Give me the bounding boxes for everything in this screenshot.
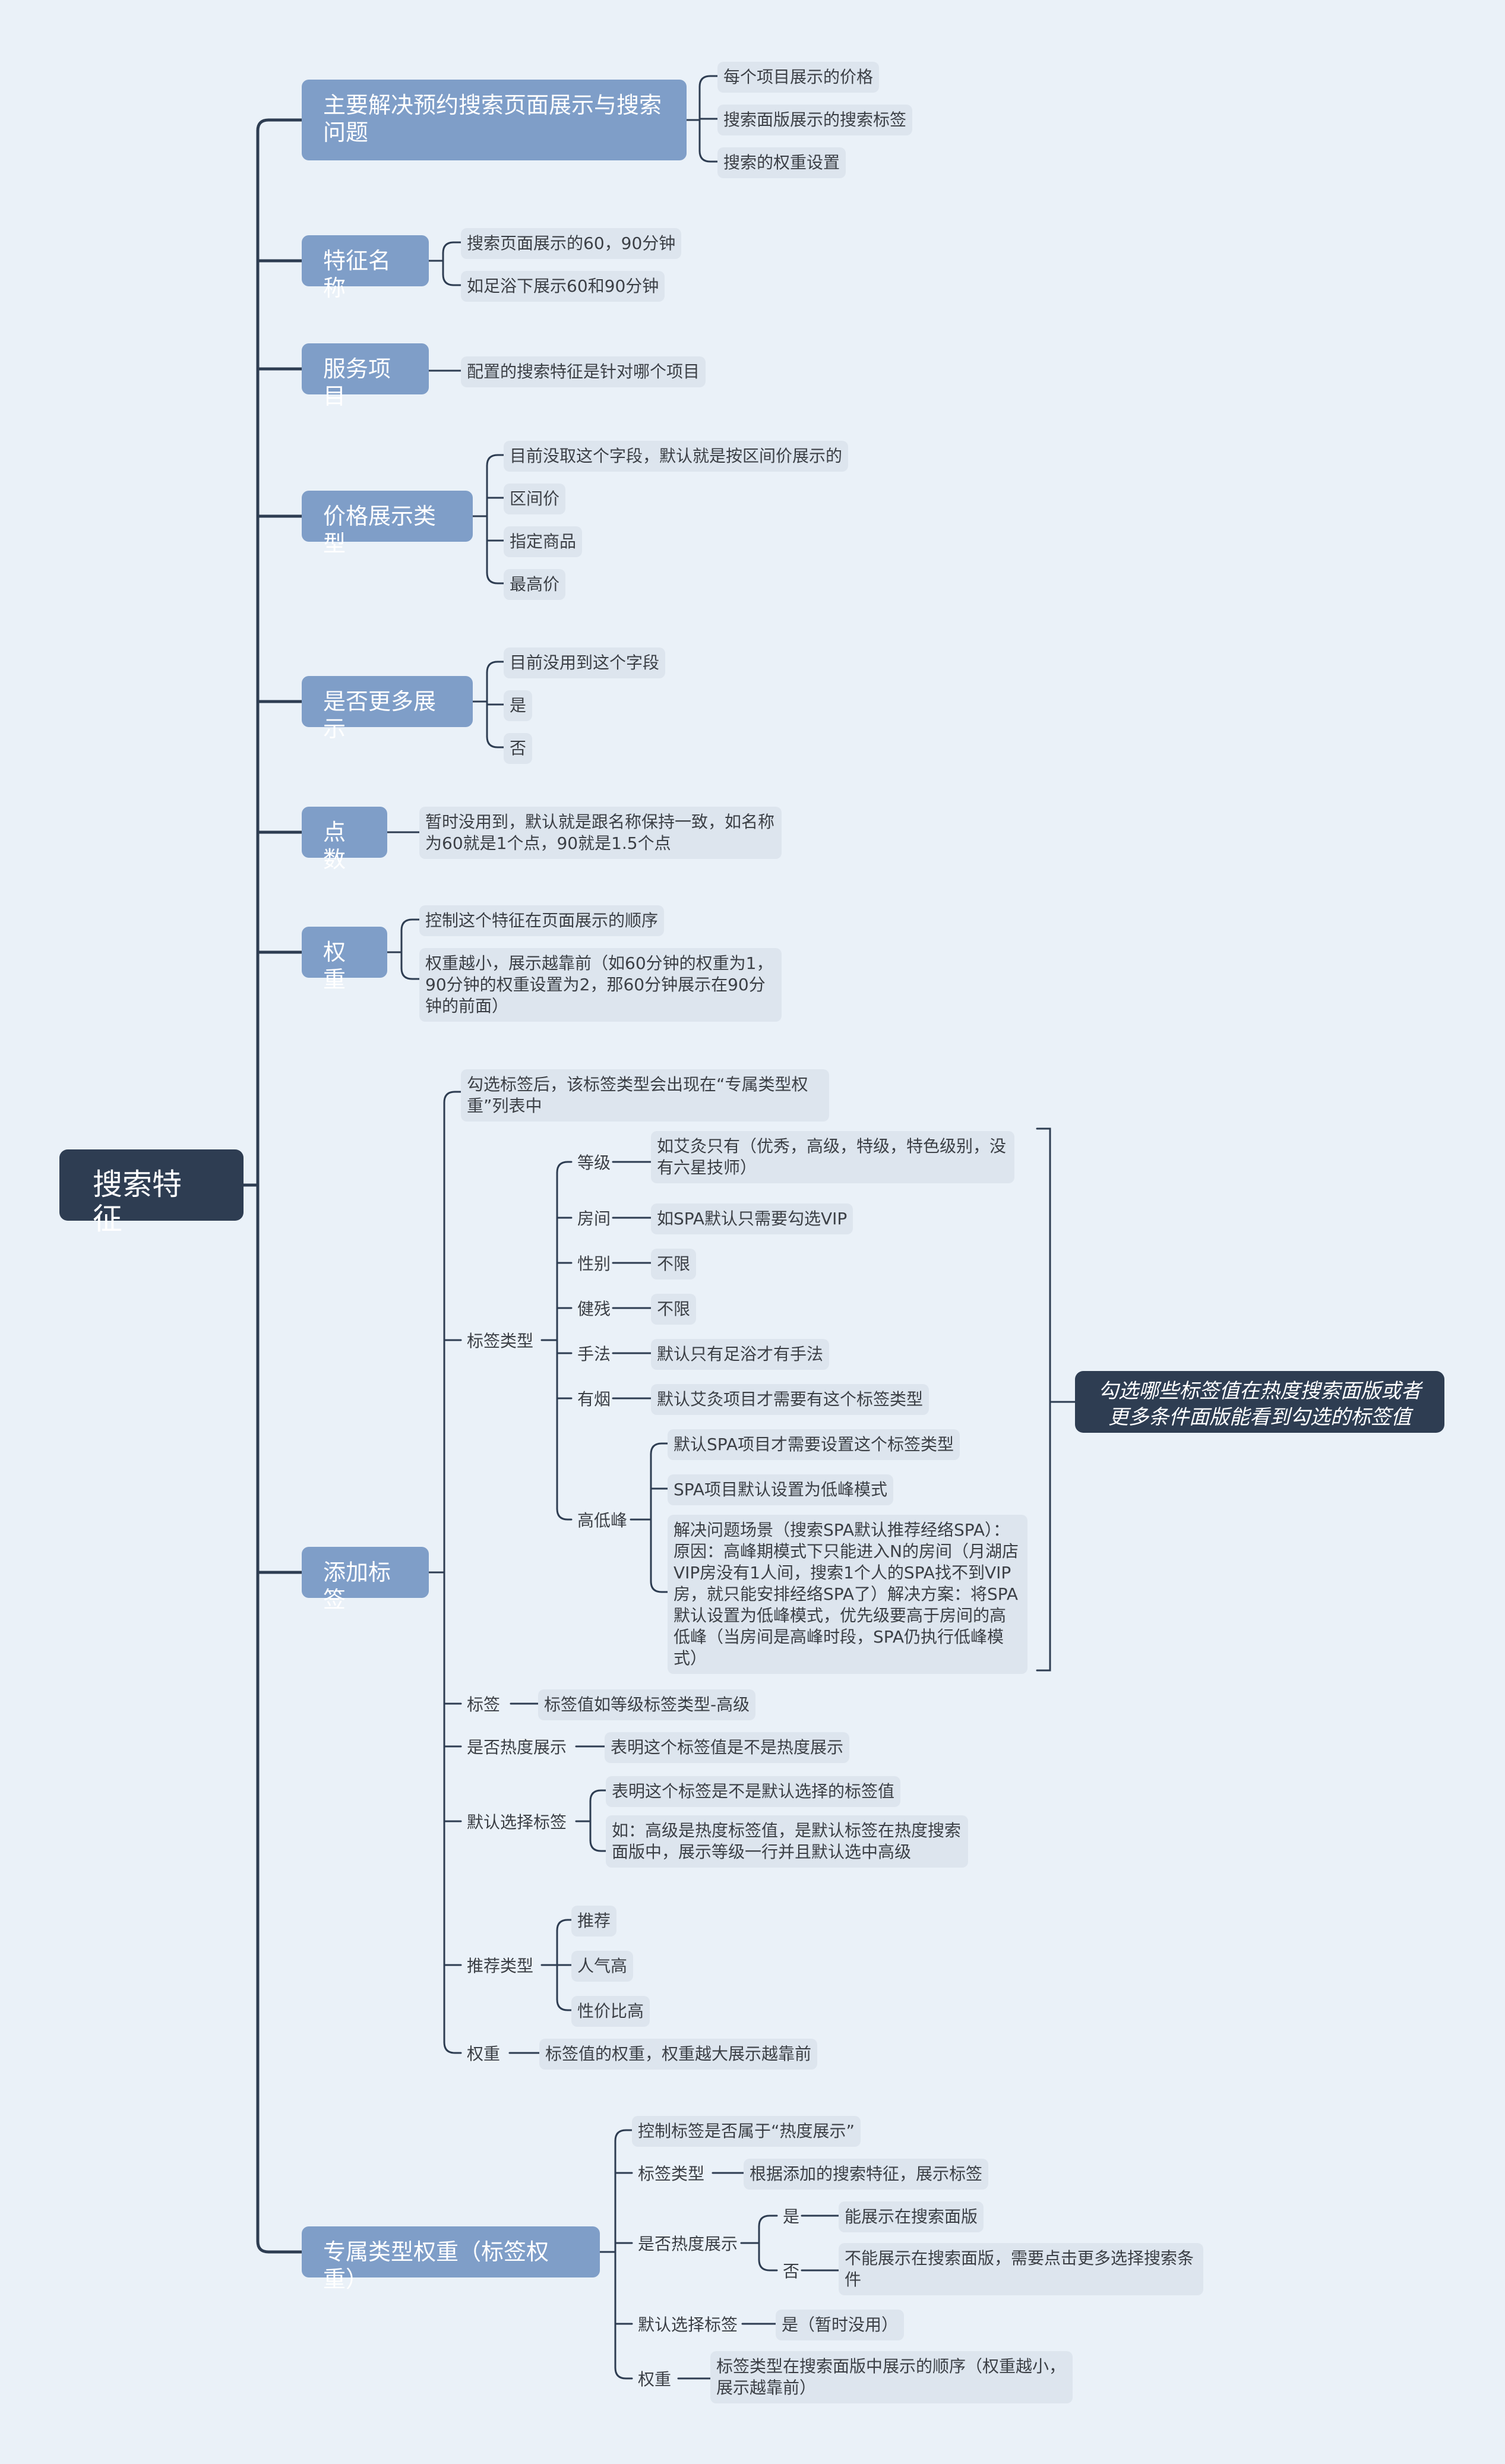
leaf-node[interactable]: 配置的搜索特征是针对哪个项目 xyxy=(461,356,706,387)
leaf-node[interactable]: 默认只有足浴才有手法 xyxy=(651,1339,830,1370)
connector-line xyxy=(589,1839,607,1852)
connector-line xyxy=(486,571,505,585)
connector-line xyxy=(650,1580,669,1593)
branch-feature-name[interactable]: 特征名称 xyxy=(302,235,429,301)
sub-topic-is-hot[interactable]: 是否热度展示 xyxy=(638,2234,738,2254)
connector-line xyxy=(442,241,462,254)
leaf-node[interactable]: SPA项目默认设置为低峰模式 xyxy=(668,1474,894,1505)
leaf-node[interactable]: 区间价 xyxy=(504,484,566,514)
connector-line xyxy=(443,2041,462,2054)
hot-no[interactable]: 否 xyxy=(783,2261,800,2281)
leaf-node[interactable]: 推荐 xyxy=(571,1906,617,1937)
connector-line xyxy=(589,1789,607,1802)
leaf-node[interactable]: 搜索的权重设置 xyxy=(717,147,846,178)
connector-line xyxy=(556,1919,573,1932)
connector-line xyxy=(614,2129,633,2142)
connector-line xyxy=(400,918,420,931)
tag-type-item[interactable]: 等级 xyxy=(577,1153,611,1173)
connector-line xyxy=(650,1442,669,1455)
connector-line xyxy=(443,1091,462,1104)
tag-type-item[interactable]: 健残 xyxy=(577,1299,611,1319)
tag-type-item[interactable]: 高低峰 xyxy=(577,1511,628,1530)
connector-line xyxy=(698,150,719,163)
connector-line xyxy=(1036,1127,1051,1672)
connector-line xyxy=(556,1508,573,1521)
tag-type-item[interactable]: 有烟 xyxy=(577,1389,611,1409)
leaf-node[interactable]: 是（暂时没用） xyxy=(776,2310,905,2340)
leaf-node[interactable]: 最高价 xyxy=(504,569,566,600)
root-topic[interactable]: 搜索特征 xyxy=(59,1149,244,1236)
leaf-node[interactable]: 人气高 xyxy=(571,1951,634,1982)
leaf-node[interactable]: 能展示在搜索面版 xyxy=(839,2201,984,2232)
leaf-node[interactable]: 每个项目展示的价格 xyxy=(717,62,880,93)
connector-line xyxy=(256,2239,303,2254)
tag-type-item[interactable]: 性别 xyxy=(577,1254,611,1274)
sub-topic-default-tag[interactable]: 默认选择标签 xyxy=(467,1812,567,1832)
leaf-node[interactable]: 默认艾灸项目才需要有这个标签类型 xyxy=(651,1384,929,1415)
sub-topic-weight[interactable]: 权重 xyxy=(467,2044,501,2064)
leaf-node[interactable]: 搜索页面展示的60，90分钟 xyxy=(461,228,682,259)
leaf-node[interactable]: 标签值如等级标签类型-高级 xyxy=(538,1689,756,1720)
connector-line xyxy=(758,2258,778,2272)
leaf-node[interactable]: 不能展示在搜索面版，需要点击更多选择搜索条件 xyxy=(839,2243,1203,2295)
leaf-node[interactable]: 暂时没用到，默认就是跟名称保持一致，如名称为60就是1个点，90就是1.5个点 xyxy=(419,807,782,859)
branch-exclusive-type-weight[interactable]: 专属类型权重（标签权重） xyxy=(302,2226,600,2292)
leaf-node[interactable]: 标签值的权重，权重越大展示越靠前 xyxy=(539,2039,818,2070)
connector-line xyxy=(556,1161,573,1174)
leaf-node[interactable]: 是 xyxy=(504,690,533,721)
branch-add-tag[interactable]: 添加标签 xyxy=(302,1547,429,1613)
leaf-node[interactable]: 指定商品 xyxy=(504,526,583,557)
leaf-node[interactable]: 表明这个标签是不是默认选择的标签值 xyxy=(606,1776,901,1807)
connector-line xyxy=(556,1998,573,2011)
leaf-node[interactable]: 如SPA默认只需要勾选VIP xyxy=(651,1203,853,1234)
leaf-node[interactable]: 根据添加的搜索特征，展示标签 xyxy=(744,2159,989,2190)
leaf-node[interactable]: 不限 xyxy=(651,1249,697,1280)
leaf-node[interactable]: 目前没用到这个字段 xyxy=(504,647,666,678)
connector-line xyxy=(758,2215,778,2228)
tag-type-item[interactable]: 房间 xyxy=(577,1209,611,1228)
sub-topic-tag[interactable]: 标签 xyxy=(467,1695,501,1714)
tag-type-item[interactable]: 手法 xyxy=(577,1344,611,1364)
leaf-node[interactable]: 控制这个特征在页面展示的顺序 xyxy=(419,905,665,936)
leaf-node[interactable]: 否 xyxy=(504,733,533,764)
connector-line xyxy=(486,735,505,748)
leaf-node[interactable]: 目前没取这个字段，默认就是按区间价展示的 xyxy=(504,441,849,472)
connector-line xyxy=(486,661,505,674)
connector-line xyxy=(698,75,719,88)
sub-topic-is-hot[interactable]: 是否热度展示 xyxy=(467,1738,567,1757)
leaf-node[interactable]: 控制标签是否属于“热度展示” xyxy=(632,2116,861,2147)
leaf-node[interactable]: 表明这个标签值是不是热度展示 xyxy=(605,1732,850,1763)
leaf-node[interactable]: 权重越小，展示越靠前（如60分钟的权重为1，90分钟的权重设置为2，那60分钟展… xyxy=(419,948,782,1022)
connector-line xyxy=(256,118,303,132)
branch-points[interactable]: 点数 xyxy=(302,807,387,873)
branch-price-display-type[interactable]: 价格展示类型 xyxy=(302,491,473,557)
connector-line xyxy=(486,454,505,467)
leaf-node[interactable]: 解决问题场景（搜索SPA默认推荐经络SPA）：原因：高峰期模式下只能进入N的房间… xyxy=(668,1515,1027,1674)
sub-topic-recommend-type[interactable]: 推荐类型 xyxy=(467,1956,534,1976)
branch-service-item[interactable]: 服务项目 xyxy=(302,343,429,409)
branch-weight[interactable]: 权重 xyxy=(302,927,387,993)
connector-line xyxy=(442,273,462,286)
leaf-node[interactable]: 搜索面版展示的搜索标签 xyxy=(717,105,913,135)
connector-line xyxy=(614,2367,633,2380)
leaf-node[interactable]: 不限 xyxy=(651,1294,697,1325)
branch-more-display[interactable]: 是否更多展示 xyxy=(302,676,473,742)
leaf-node[interactable]: 如：高级是热度标签值，是默认标签在热度搜索面版中，展示等级一行并且默认选中高级 xyxy=(606,1815,968,1868)
leaf-node[interactable]: 如足浴下展示60和90分钟 xyxy=(461,271,665,302)
leaf-node[interactable]: 标签类型在搜索面版中展示的顺序（权重越小，展示越靠前） xyxy=(710,2351,1073,2403)
connector-line xyxy=(400,967,420,980)
leaf-node[interactable]: 性价比高 xyxy=(571,1996,650,2027)
sub-topic-default-tag[interactable]: 默认选择标签 xyxy=(638,2315,738,2335)
branch-main-problem[interactable]: 主要解决预约搜索页面展示与搜索问题 xyxy=(302,80,687,160)
leaf-node[interactable]: 如艾灸只有（优秀，高级，特级，特色级别，没有六星技师） xyxy=(651,1131,1014,1183)
sub-topic-weight[interactable]: 权重 xyxy=(638,2370,672,2389)
leaf-node[interactable]: 勾选标签后，该标签类型会出现在“专属类型权重”列表中 xyxy=(461,1069,829,1122)
summary-callout[interactable]: 勾选哪些标签值在热度搜索面版或者更多条件面版能看到勾选的标签值 xyxy=(1075,1371,1444,1433)
sub-topic-tag-type[interactable]: 标签类型 xyxy=(467,1331,534,1351)
hot-yes[interactable]: 是 xyxy=(783,2207,800,2226)
leaf-node[interactable]: 默认SPA项目才需要设置这个标签类型 xyxy=(668,1429,960,1460)
sub-topic-tag-type[interactable]: 标签类型 xyxy=(638,2164,705,2184)
